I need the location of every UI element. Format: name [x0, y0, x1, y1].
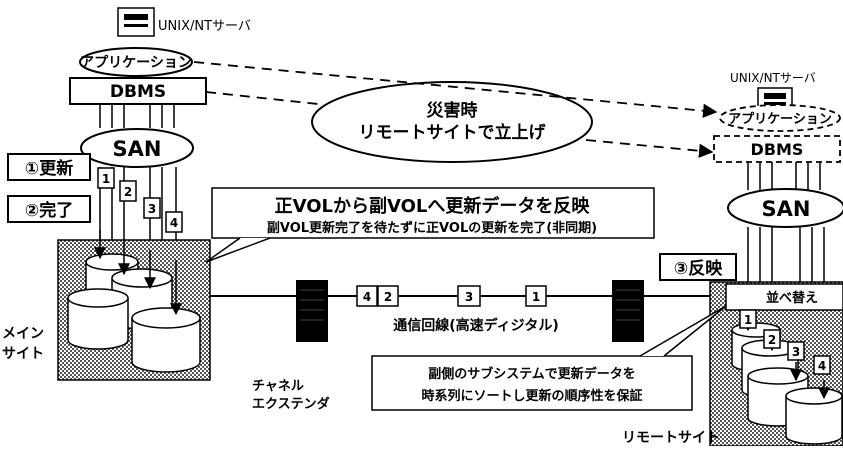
- svg-text:2: 2: [124, 185, 132, 199]
- failover-arrows: [193, 61, 718, 158]
- remote-san-label: SAN: [762, 197, 811, 221]
- svg-text:4: 4: [363, 290, 371, 304]
- main-app-node: アプリケーション: [79, 47, 193, 77]
- step-reflect-badge: ③反映: [659, 253, 737, 281]
- svg-text:4: 4: [170, 216, 178, 230]
- subsystem-line2: 時系列にソートし更新の順序性を保証: [421, 388, 642, 404]
- main-site-label-line1: メイン: [2, 326, 44, 342]
- main-san-label: SAN: [113, 137, 162, 161]
- svg-text:4: 4: [818, 359, 826, 373]
- disaster-line2: リモートサイトで立上げ: [359, 122, 547, 143]
- main-dbms-label: DBMS: [110, 82, 166, 102]
- main-site-label-line2: サイト: [2, 346, 44, 362]
- remote-packet-3: 3: [787, 341, 805, 361]
- step-complete-label: ②完了: [25, 200, 73, 221]
- svg-text:2: 2: [768, 333, 776, 347]
- svg-text:1: 1: [532, 290, 540, 304]
- main-app-label: アプリケーション: [80, 55, 192, 71]
- remote-dbms-node: DBMS: [713, 135, 841, 163]
- main-san-node: SAN: [80, 128, 194, 168]
- remote-server-stack: [747, 162, 821, 190]
- remote-dbms-label: DBMS: [751, 140, 804, 159]
- svg-text:2: 2: [384, 290, 392, 304]
- step-update-label: ①更新: [25, 158, 73, 179]
- svg-text:3: 3: [148, 202, 156, 216]
- main-server-icon: [117, 7, 155, 37]
- remote-app-label: アプリケーション: [728, 112, 832, 127]
- main-packet-1: 1: [97, 167, 115, 189]
- main-server-label: UNIX/NTサーバ: [158, 19, 251, 34]
- remote-packet-2: 2: [763, 329, 781, 349]
- svg-text:3: 3: [465, 290, 473, 304]
- svg-text:1: 1: [102, 172, 110, 186]
- subsystem-callout: 副側のサブシステムで更新データを 時系列にソートし更新の順序性を保証: [371, 305, 727, 411]
- line-packet-2: 2: [377, 285, 399, 307]
- main-write-arrows: [94, 230, 182, 316]
- main-storage: [57, 239, 211, 381]
- svg-text:3: 3: [792, 345, 800, 359]
- remote-site-label: リモートサイト: [622, 430, 720, 446]
- remote-app-node: アプリケーション: [719, 104, 841, 132]
- remote-san-node: SAN: [727, 188, 843, 228]
- remote-packet-4: 4: [813, 355, 831, 375]
- main-packet-2: 2: [119, 180, 137, 202]
- disaster-bubble: 災害時 リモートサイトで立上げ: [311, 81, 593, 163]
- remote-packet-1: 1: [739, 309, 757, 329]
- line-packet-1: 1: [525, 285, 547, 307]
- subsystem-line1: 副側のサブシステムで更新データを: [428, 366, 636, 382]
- channel-extender-line1: チャネル: [252, 379, 304, 394]
- channel-extender-remote-icon: [612, 280, 644, 342]
- main-server-stack: [99, 104, 175, 128]
- step-complete-badge: ②完了: [7, 195, 91, 223]
- remote-san-links: [747, 227, 825, 282]
- channel-extender-main-icon: [296, 280, 328, 342]
- reflect-title: 正VOLから副VOLへ更新データを反映: [275, 195, 591, 217]
- remote-server-label: UNIX/NTサーバ: [730, 71, 816, 85]
- main-dbms-node: DBMS: [69, 77, 207, 105]
- comm-line-label: 通信回線(高速ディジタル): [393, 317, 559, 334]
- disaster-line1: 災害時: [427, 100, 478, 121]
- main-packet-4: 4: [165, 211, 183, 233]
- line-packet-4: 4: [356, 285, 378, 307]
- svg-text:1: 1: [744, 313, 752, 327]
- channel-extender-line2: エクステンダ: [252, 396, 330, 412]
- line-packet-3: 3: [457, 285, 481, 307]
- step-reflect-label: ③反映: [674, 258, 723, 279]
- reflect-subtitle: 副VOL更新完了を待たずに正VOLの更新を完了(非同期): [267, 220, 597, 236]
- reorder-label: 並べ替え: [766, 290, 818, 306]
- step-update-badge: ①更新: [7, 153, 91, 181]
- reflect-callout: 正VOLから副VOLへ更新データを反映 副VOL更新完了を待たずに正VOLの更新…: [205, 187, 655, 263]
- main-packet-3: 3: [143, 197, 161, 219]
